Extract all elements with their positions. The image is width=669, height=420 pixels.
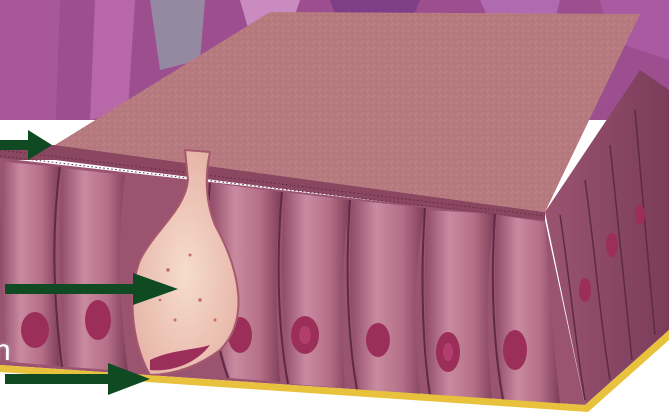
cropped-label-fragment: n <box>0 336 11 366</box>
